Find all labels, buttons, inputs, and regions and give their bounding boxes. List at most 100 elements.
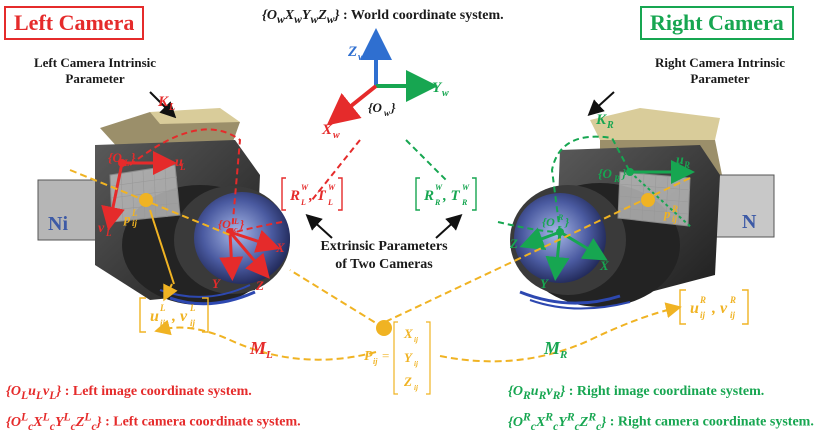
svg-text:u: u xyxy=(175,155,183,170)
svg-text:p: p xyxy=(123,211,131,226)
left-image-text: : Left image coordinate system. xyxy=(64,384,252,399)
svg-text:{O: {O xyxy=(542,215,555,229)
svg-text:, T: , T xyxy=(442,188,461,204)
svg-text:=: = xyxy=(382,348,389,363)
svg-text:w: w xyxy=(333,130,340,141)
svg-text:}: } xyxy=(621,166,627,181)
svg-text:ij: ij xyxy=(160,318,166,328)
svg-text:w: w xyxy=(442,88,449,99)
svg-text:Y: Y xyxy=(212,276,221,291)
svg-text:R: R xyxy=(557,213,564,222)
svg-text:L: L xyxy=(265,349,273,361)
svg-text:R: R xyxy=(423,188,434,204)
svg-text:W: W xyxy=(435,183,443,192)
svg-text:L: L xyxy=(131,208,138,218)
world-point-vector: P ij = X ij Y ij Z ij xyxy=(364,321,431,395)
right-camera-coordinate-legend: {ORcXRcYRcZRc} : Right camera coordinate… xyxy=(508,410,814,432)
left-image-coordinate-legend: {OLuLvL} : Left image coordinate system. xyxy=(6,384,252,402)
svg-text:W: W xyxy=(462,183,470,192)
svg-text:, v: , v xyxy=(711,300,728,317)
svg-text:X: X xyxy=(403,326,413,341)
svg-text:ij: ij xyxy=(700,310,706,320)
svg-text:R: R xyxy=(729,295,736,305)
svg-text:L: L xyxy=(300,198,306,207)
svg-text:L: L xyxy=(159,303,166,313)
svg-text:w: w xyxy=(358,52,365,63)
svg-text:R: R xyxy=(461,198,468,207)
world-x-label: X xyxy=(321,122,333,138)
right-camera-illustration: N u R {O R } xyxy=(384,108,775,323)
svg-text:ij: ij xyxy=(730,310,736,320)
svg-text:W: W xyxy=(328,183,336,192)
left-pixel-coordinates: u L ij , v L ij xyxy=(139,297,209,333)
svg-text:c: c xyxy=(234,225,238,234)
svg-text:v: v xyxy=(98,221,105,236)
svg-text:X: X xyxy=(275,240,285,255)
svg-text:R: R xyxy=(671,204,678,214)
world-set-text: : World coordinate system. xyxy=(342,8,504,23)
right-image-text: : Right image coordinate system. xyxy=(568,384,765,399)
left-intrinsic-symbol: K xyxy=(157,94,169,110)
right-image-set: {ORuRvR} xyxy=(508,384,566,402)
left-camera-illustration: Ni u L v L {O L } xyxy=(37,108,290,306)
world-axes: Z w Y w X w {O w } xyxy=(321,28,449,141)
left-camera-coordinate-legend: {OLcXLcYLcZLc} : Left camera coordinate … xyxy=(6,410,301,432)
right-camera-text: : Right camera coordinate system. xyxy=(609,414,814,430)
world-coordinate-heading: {OwXwYwZw} : World coordinate system. xyxy=(262,8,504,26)
left-intrinsic-line1: Left Camera Intrinsic xyxy=(33,55,157,70)
svg-text:ij: ij xyxy=(132,218,138,228)
right-intrinsic-label: Right Camera Intrinsic Parameter xyxy=(620,55,820,87)
svg-text:ij: ij xyxy=(373,357,378,366)
svg-text:{O: {O xyxy=(598,166,613,181)
svg-text:R: R xyxy=(559,349,567,361)
svg-text:ij: ij xyxy=(414,360,418,368)
svg-text:w: w xyxy=(384,108,391,118)
svg-text:L: L xyxy=(123,158,130,168)
svg-text:}: } xyxy=(390,100,396,115)
right-camera-title: Right Camera xyxy=(640,6,794,40)
svg-text:u: u xyxy=(690,300,699,317)
left-intrinsic-line2: Parameter xyxy=(65,71,125,86)
left-intrinsic-label: Left Camera Intrinsic Parameter xyxy=(6,55,184,87)
right-image-coordinate-legend: {ORuRvR} : Right image coordinate system… xyxy=(508,384,764,402)
svg-text:R: R xyxy=(434,198,441,207)
ml-symbol: M xyxy=(249,338,267,358)
world-origin-label: {O xyxy=(368,100,383,115)
svg-text:u: u xyxy=(150,308,159,325)
svg-text:u: u xyxy=(676,153,684,168)
svg-text:}: } xyxy=(564,215,570,229)
svg-text:Z: Z xyxy=(509,236,518,251)
svg-text:L: L xyxy=(105,228,112,238)
right-pixel-coordinates: u R ij , v R ij xyxy=(679,289,749,325)
svg-text:R: R xyxy=(289,188,300,204)
svg-text:L: L xyxy=(179,162,186,172)
svg-text:R: R xyxy=(606,120,614,131)
svg-text:X: X xyxy=(599,258,609,273)
left-camera-title: Left Camera xyxy=(4,6,145,40)
right-intrinsic-line2: Parameter xyxy=(690,71,750,86)
mr-symbol: M xyxy=(543,338,561,358)
left-camera-axes: {O L c } X Y Z xyxy=(212,217,285,293)
left-camera-set: {OLcXLcYLcZLc} xyxy=(6,410,102,433)
svg-text:ij: ij xyxy=(414,336,418,344)
svg-text:L: L xyxy=(327,198,333,207)
svg-text:}: } xyxy=(130,150,136,165)
svg-text:, T: , T xyxy=(308,188,327,204)
extrinsic-label: Extrinsic Parameters of Two Cameras xyxy=(304,238,464,274)
left-extrinsic-RT: R W L , T W L xyxy=(281,177,343,211)
svg-text:{O: {O xyxy=(218,217,231,231)
left-image-set: {OLuLvL} xyxy=(6,384,62,402)
svg-text:Ni: Ni xyxy=(48,213,68,235)
world-y-label: Y xyxy=(432,80,443,96)
svg-text:ij: ij xyxy=(190,318,196,328)
svg-text:N: N xyxy=(742,211,757,233)
svg-text:{O: {O xyxy=(108,150,123,165)
right-camera-set: {ORcXRcYRcZRc} xyxy=(508,410,607,433)
right-intrinsic-symbol: K xyxy=(595,112,607,128)
svg-text:ij: ij xyxy=(414,384,418,392)
world-z-label: Z xyxy=(347,44,357,60)
extrinsic-line1: Extrinsic Parameters xyxy=(320,239,448,254)
svg-text:, v: , v xyxy=(171,308,188,325)
svg-text:Z: Z xyxy=(403,374,412,389)
svg-text:R: R xyxy=(613,174,620,184)
